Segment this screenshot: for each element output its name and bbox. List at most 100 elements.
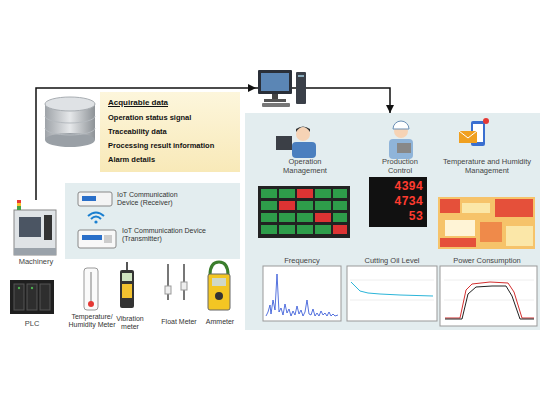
- thermometer-icon: [84, 268, 98, 310]
- mail-phone-icon-part: [459, 131, 477, 143]
- operation-grid-image-part: [315, 225, 331, 234]
- oil-level-chart: [347, 266, 437, 321]
- machinery-icon-part: [17, 206, 21, 210]
- transmitter-device: [78, 230, 116, 248]
- wifi-symbol-part: [91, 217, 101, 220]
- node-text: IoT Communication Device (Receiver): [117, 191, 199, 207]
- operation-grid-image-part: [279, 201, 295, 210]
- computer-icon-part: [258, 70, 292, 94]
- receiver-device: [78, 192, 112, 206]
- node-text: Alarm details: [108, 156, 236, 165]
- operation-grid-image-part: [333, 201, 347, 210]
- manager-person-part: [397, 143, 411, 153]
- vibration-meter-icon-part: [122, 273, 132, 281]
- machinery-icon-part: [44, 215, 52, 240]
- frequency-chart: [263, 266, 341, 321]
- arrowhead-computer-part: [248, 84, 256, 92]
- heatmap-image-part: [438, 197, 535, 249]
- operator-person-part: [276, 136, 292, 150]
- heatmap-image-part: [506, 226, 533, 246]
- operation-grid-image-part: [333, 213, 347, 222]
- transmitter-device-part: [78, 230, 116, 248]
- flow-arrow: [36, 88, 390, 200]
- float-meter-icon: [165, 264, 187, 300]
- machinery-icon-part: [19, 217, 41, 237]
- computer-icon: [258, 70, 306, 107]
- database-icon-part: [45, 116, 95, 123]
- plc-icon-part: [40, 284, 50, 310]
- computer-icon-part: [261, 73, 289, 91]
- manager-person-part: [393, 121, 409, 129]
- plc-icon-part: [14, 284, 24, 310]
- operation-grid-image-part: [258, 186, 350, 238]
- heatmap-image-part: [440, 199, 460, 213]
- oil-level-chart-part: [347, 266, 437, 321]
- receiver-device-part: [78, 192, 112, 206]
- thermometer-icon-part: [84, 268, 98, 310]
- vibration-meter-icon: [120, 262, 134, 308]
- float-meter-icon-part: [167, 264, 169, 300]
- heatmap-image-part: [440, 238, 476, 247]
- heatmap-image: [438, 197, 535, 249]
- ammeter-icon-part: [212, 278, 226, 286]
- vibration-meter-icon-part: [126, 262, 128, 270]
- node-text: Power Consumption: [442, 257, 532, 266]
- led-digits: 53: [371, 211, 423, 223]
- operation-grid-image-part: [315, 189, 331, 198]
- arrowhead-computer: [248, 84, 256, 92]
- machinery-icon-part: [14, 248, 56, 255]
- database-icon-part: [45, 97, 95, 111]
- power-chart-part: [444, 280, 534, 281]
- operation-grid-image-part: [297, 201, 313, 210]
- heatmap-image-part: [480, 222, 502, 242]
- plc-icon-part: [18, 287, 20, 289]
- oil-level-chart-part: [350, 280, 434, 281]
- operation-grid-image-part: [261, 225, 277, 234]
- ammeter-icon-part: [215, 292, 223, 300]
- receiver-device-part: [82, 196, 96, 201]
- operation-grid-image-part: [261, 213, 277, 222]
- operation-grid-image-part: [297, 213, 313, 222]
- computer-icon-part: [296, 72, 306, 104]
- computer-icon-part: [262, 103, 290, 107]
- operation-grid-image: [258, 186, 350, 238]
- oil-level-chart-part: [350, 300, 434, 301]
- ammeter-icon: [208, 262, 230, 310]
- thermometer-icon-part: [90, 272, 92, 302]
- frequency-chart-part: [263, 266, 341, 321]
- plc-icon: [10, 280, 54, 314]
- device-label: PLC: [10, 320, 54, 329]
- operator-person-part: [292, 142, 316, 158]
- mail-phone-icon: [459, 118, 489, 146]
- operation-grid-image-part: [315, 201, 331, 210]
- transmitter-device-part: [104, 235, 112, 243]
- operation-grid-image-part: [261, 201, 277, 210]
- database-icon-part: [45, 128, 95, 135]
- power-chart-part: [440, 266, 537, 326]
- computer-icon-part: [272, 94, 278, 99]
- manager-person-part: [389, 139, 413, 159]
- machinery-icon-part: [17, 200, 21, 203]
- device-label: Ammeter: [198, 318, 242, 326]
- database-icon: [45, 97, 95, 147]
- plc-icon-part: [31, 287, 33, 289]
- oil-level-chart-part: [351, 282, 433, 296]
- node-text: Machinery: [6, 258, 66, 267]
- computer-icon-part: [298, 75, 304, 77]
- led-display-image-part: [369, 177, 427, 227]
- mail-phone-icon-part: [459, 131, 477, 138]
- device-label: Vibration meter: [110, 315, 150, 331]
- power-chart: [440, 266, 537, 326]
- led-digits: 4394: [371, 181, 423, 193]
- wifi-symbol: [88, 213, 104, 224]
- machinery-icon-part: [14, 210, 56, 255]
- device-label: Temperature/ Humidity Meter: [68, 313, 116, 329]
- led-display-image: [369, 177, 427, 227]
- thermometer-icon-part: [88, 301, 94, 307]
- plc-icon-part: [27, 284, 37, 310]
- float-meter-icon-part: [165, 286, 171, 294]
- vibration-meter-icon-part: [122, 284, 132, 298]
